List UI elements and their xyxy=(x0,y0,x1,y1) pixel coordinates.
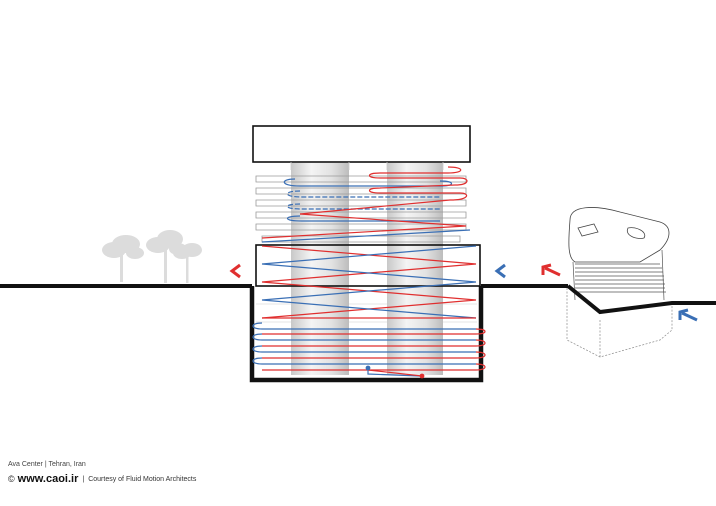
roof-block xyxy=(252,125,471,163)
credit-row: © www.caoi.ir | Courtesy of Fluid Motion… xyxy=(8,473,196,485)
trees xyxy=(102,230,202,283)
cool-air-arrow-icon xyxy=(678,308,698,322)
axonometric-building xyxy=(566,207,716,358)
flow-end-dot-red xyxy=(419,373,425,379)
ground-line xyxy=(0,284,568,383)
ground-line-slope xyxy=(566,284,716,315)
credit-text: Courtesy of Fluid Motion Architects xyxy=(88,475,197,483)
warm-air-spiral-upper xyxy=(261,166,468,239)
intake-chevron-icon xyxy=(494,263,506,279)
cool-air-zigzag xyxy=(261,245,477,319)
project-caption: Ava Center | Tehran, Iran xyxy=(8,461,86,468)
podium-outline xyxy=(255,244,481,287)
exhaust-chevron-icon xyxy=(229,263,241,279)
basement-floor-lines xyxy=(256,303,477,359)
warm-air-arrow-icon xyxy=(541,263,561,277)
tree xyxy=(173,243,202,283)
cool-air-spiral-upper xyxy=(261,178,471,243)
separator: | xyxy=(82,475,85,483)
tree xyxy=(102,235,144,282)
copyright-icon: © xyxy=(8,474,15,484)
flow-end-dot-blue xyxy=(365,365,371,371)
website-link[interactable]: www.caoi.ir xyxy=(17,473,79,485)
basement-spiral xyxy=(252,317,486,377)
warm-air-zigzag xyxy=(261,245,477,319)
